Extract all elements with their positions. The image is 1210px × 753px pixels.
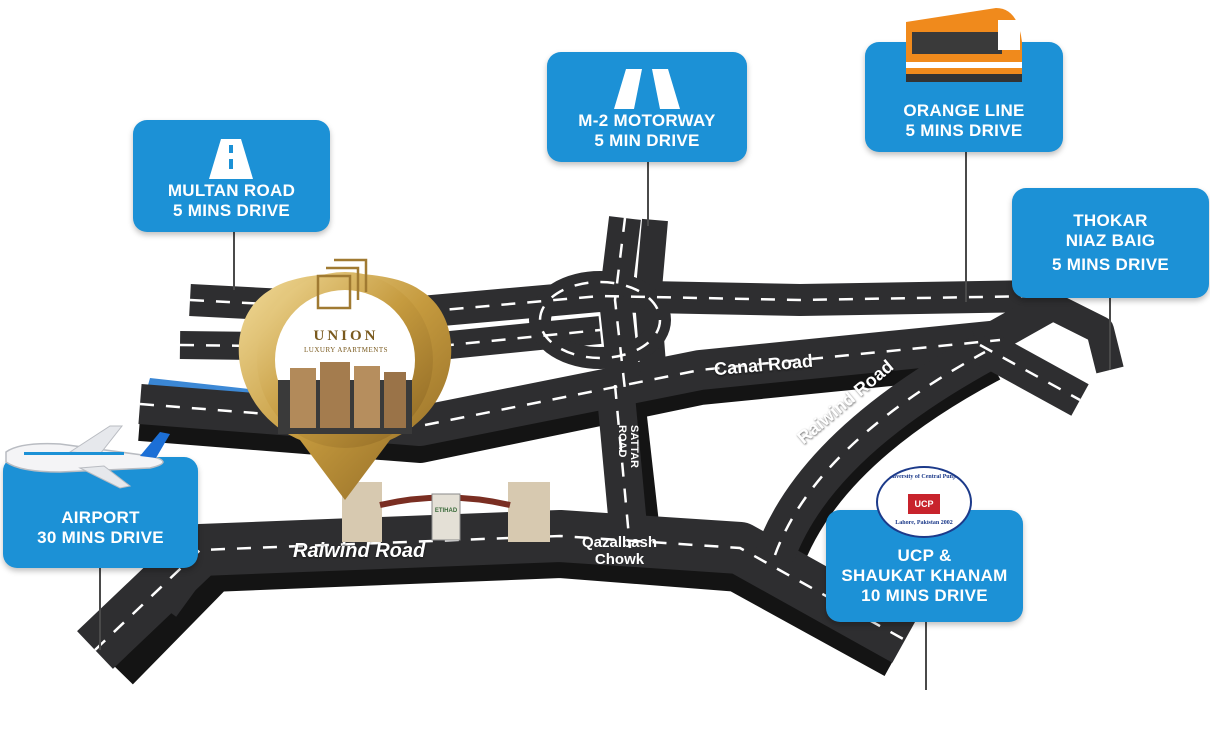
qazalbash-line2: Chowk [594,551,645,568]
ucp-seal-arc-text: University of Central Punjab [886,474,962,480]
multan-road-time: 5 MINS DRIVE [173,201,290,220]
ucp-line1: UCP & [897,546,952,565]
multan-road-title: MULTAN ROAD [167,181,296,200]
airport-time: 30 MINS DRIVE [37,527,164,547]
apartment-building-image [278,362,412,434]
raiwind-road-label: Raiwind Road [293,540,426,562]
qazalbash-line1: Qazalbash [582,534,658,551]
sattar-road-label-line2: ROAD [616,425,628,458]
union-tagline: LUXURY APARTMENTS [304,346,388,354]
motorway-title: M-2 MOTORWAY [578,111,716,130]
university-seal-icon: University of Central Punjab UCP Lahore,… [876,466,972,538]
qazalbash-chowk-label: Qazalbash Chowk [582,534,657,568]
orange-line-title: ORANGE LINE [903,101,1025,120]
highway-icon [547,67,747,111]
sattar-road-label-line1: SATTAR [628,425,640,468]
m2-motorway-card: M-2 MOTORWAY 5 MIN DRIVE [547,52,747,162]
motorway-time: 5 MIN DRIVE [594,131,700,150]
union-location-pin [238,258,452,500]
road-icon [133,137,330,181]
pin-connectors [99,152,1111,690]
orange-line-time: 5 MINS DRIVE [905,121,1023,140]
ucp-seal-center: UCP [908,494,940,514]
ucp-seal-bottom-text: Lahore, Pakistan 2002 [895,520,953,526]
thokar-line2: NIAZ BAIG [1065,231,1156,250]
ucp-time: 10 MINS DRIVE [861,586,988,605]
airplane-icon [5,425,170,489]
thokar-time: 5 MINS DRIVE [1052,255,1169,274]
orange-line-card: ORANGE LINE 5 MINS DRIVE [865,42,1063,152]
ucp-line2: SHAUKAT KHANAM [841,566,1008,585]
train-icon [906,8,1022,82]
sattar-road-label: SATTAR ROAD [616,425,640,468]
thokar-niaz-baig-card: THOKAR NIAZ BAIG 5 MINS DRIVE [1012,188,1209,298]
union-logo-mark [316,258,368,310]
union-brand: UNION [313,328,379,344]
multan-road-card: MULTAN ROAD 5 MINS DRIVE [133,120,330,232]
etihad-gate-sign: ETIHAD [434,508,458,514]
thokar-line1: THOKAR [1073,211,1148,230]
airport-title: AIRPORT [61,507,140,527]
